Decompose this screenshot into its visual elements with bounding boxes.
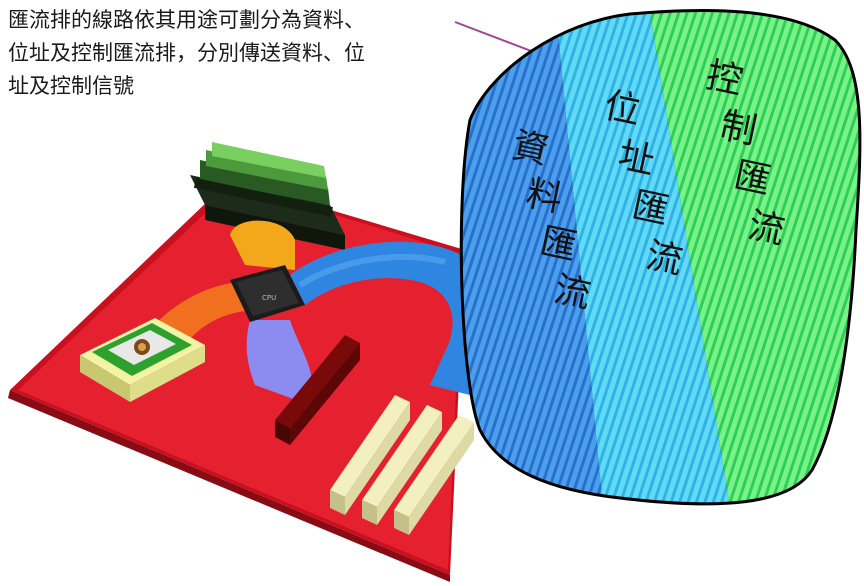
- label-control-char: 制: [717, 105, 761, 153]
- label-control-char: 流: [745, 205, 789, 253]
- label-address-char: 址: [615, 135, 659, 183]
- pci-slots: [330, 395, 474, 535]
- slot-path: [246, 320, 313, 405]
- memory-path: [230, 220, 295, 270]
- expansion-bus-path: [290, 241, 500, 395]
- label-data-char: 匯: [537, 221, 581, 269]
- control-bus-label: 控制匯流: [703, 55, 789, 253]
- label-control-char: 匯: [731, 155, 775, 203]
- label-data-char: 資: [509, 125, 553, 173]
- label-data-char: 流: [551, 269, 595, 317]
- caption: 匯流排的線路依其用途可劃分為資料、 位址及控制匯流排，分別傳送資料、位 址及控制…: [8, 4, 478, 103]
- caption-line-3: 址及控制信號: [8, 74, 134, 98]
- chipset: CPU: [230, 265, 305, 322]
- label-control-char: 控: [703, 55, 747, 103]
- chip-label: CPU: [262, 294, 276, 302]
- address-bus-stripe: [555, 10, 742, 504]
- caption-line-2: 位址及控制匯流排，分別傳送資料、位: [8, 41, 365, 65]
- agp-slot: [275, 335, 360, 445]
- label-address-char: 位: [601, 85, 645, 133]
- label-data-char: 料: [523, 173, 567, 221]
- label-address-char: 匯: [629, 185, 673, 233]
- cpu-socket: [80, 318, 205, 402]
- caption-line-1: 匯流排的線路依其用途可劃分為資料、: [8, 8, 365, 32]
- processor-path: [150, 282, 260, 345]
- control-bus-stripe: [648, 10, 860, 504]
- label-address-char: 流: [643, 235, 687, 283]
